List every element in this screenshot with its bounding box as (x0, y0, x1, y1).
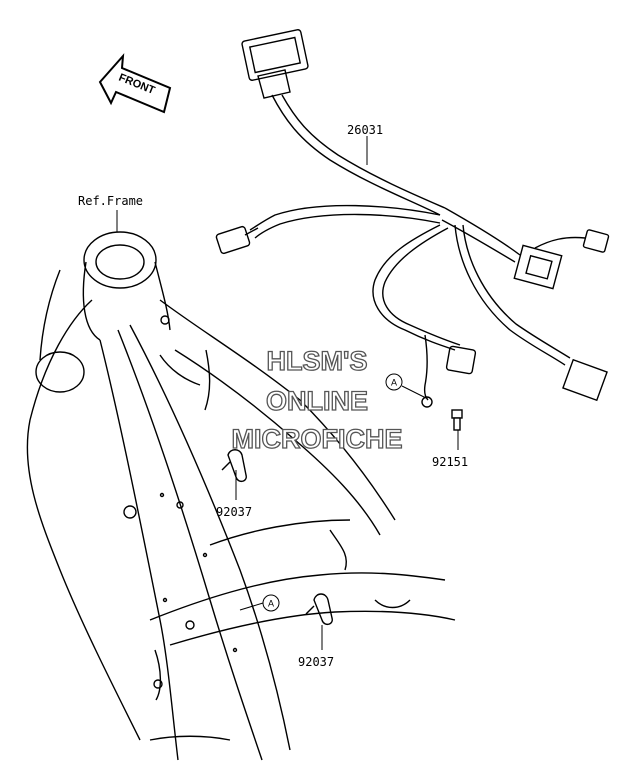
wiring-harness (215, 29, 610, 408)
callout-a-upper-label: A (391, 378, 397, 388)
front-arrow: FRONT (98, 53, 172, 114)
watermark-line-2: ONLINE (266, 386, 368, 416)
ref-frame-label: Ref.Frame (78, 194, 143, 208)
part-number-92151: 92151 (432, 455, 468, 469)
clamp-upper (221, 449, 247, 482)
watermark: HLSM'S ONLINE MICROFICHE (231, 345, 403, 454)
part-number-92037-upper: 92037 (216, 505, 252, 519)
clamp-lower (305, 593, 333, 625)
part-number-92037-lower: 92037 (298, 655, 334, 669)
watermark-line-3: MICROFICHE (232, 424, 403, 454)
frame-drawing (26, 231, 456, 761)
callout-a-upper: A (385, 373, 403, 391)
watermark-line-1: HLSM'S (267, 346, 368, 376)
callout-a-lower-label: A (268, 599, 274, 609)
leader-lines (116, 136, 459, 650)
part-number-26031: 26031 (347, 123, 383, 137)
bolt-92151 (451, 409, 463, 431)
callout-a-lower: A (262, 594, 280, 612)
